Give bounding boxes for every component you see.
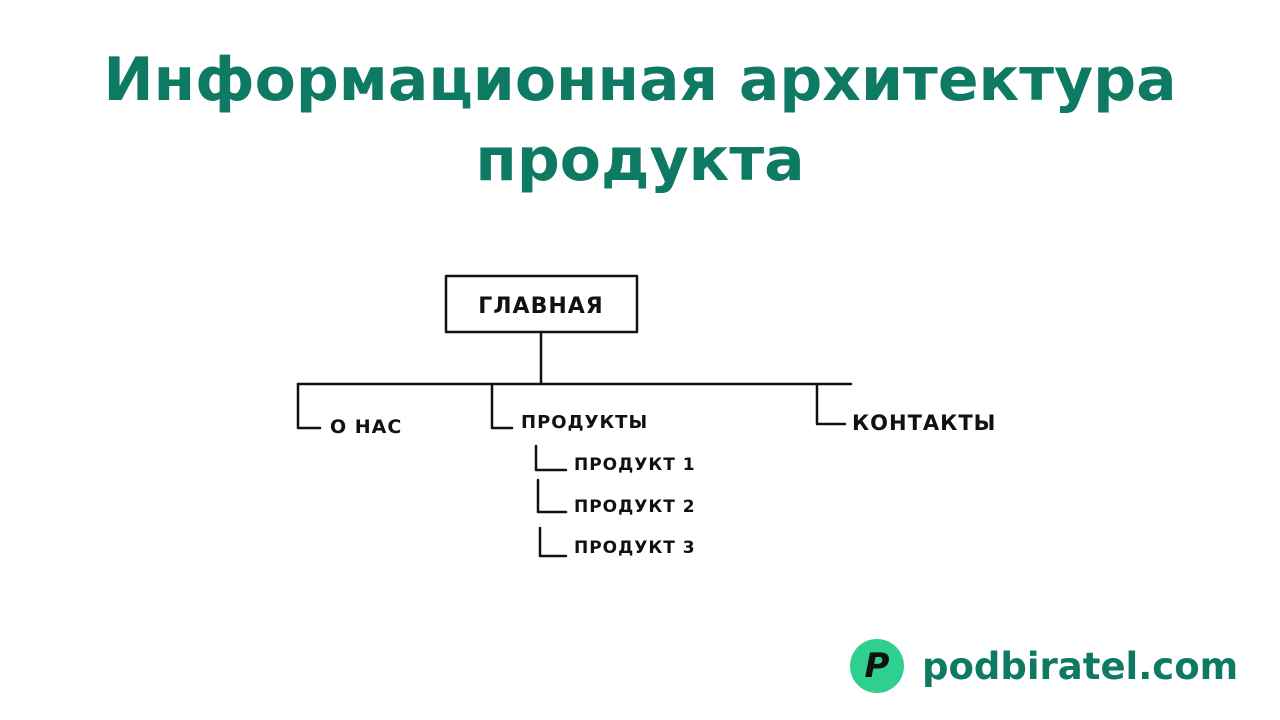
brand-logo-letter: P — [864, 646, 890, 686]
product-label-2: ПРОДУКТ 2 — [574, 497, 696, 517]
brand-logo-icon: P — [850, 639, 904, 693]
title-line-2: продукта — [475, 125, 805, 195]
product-label-3: ПРОДУКТ 3 — [574, 538, 696, 558]
product-connector-1 — [534, 444, 568, 472]
brand-footer: P podbiratel.com — [850, 638, 1238, 694]
section-connector-contacts — [815, 382, 847, 426]
section-label-products: ПРОДУКТЫ — [521, 412, 648, 433]
section-label-about: О НАС — [330, 416, 402, 438]
section-label-contacts: КОНТАКТЫ — [852, 411, 996, 435]
title-line-1: Информационная архитектура — [103, 45, 1177, 115]
page-title: Информационная архитектура продукта — [0, 40, 1280, 200]
section-connector-products — [490, 382, 514, 430]
brand-name: podbiratel.com — [922, 644, 1239, 688]
product-connector-2 — [536, 478, 568, 514]
section-connector-about — [296, 382, 322, 430]
root-node-label: ГЛАВНАЯ — [478, 294, 603, 319]
product-connector-3 — [538, 526, 568, 558]
product-label-1: ПРОДУКТ 1 — [574, 455, 696, 475]
